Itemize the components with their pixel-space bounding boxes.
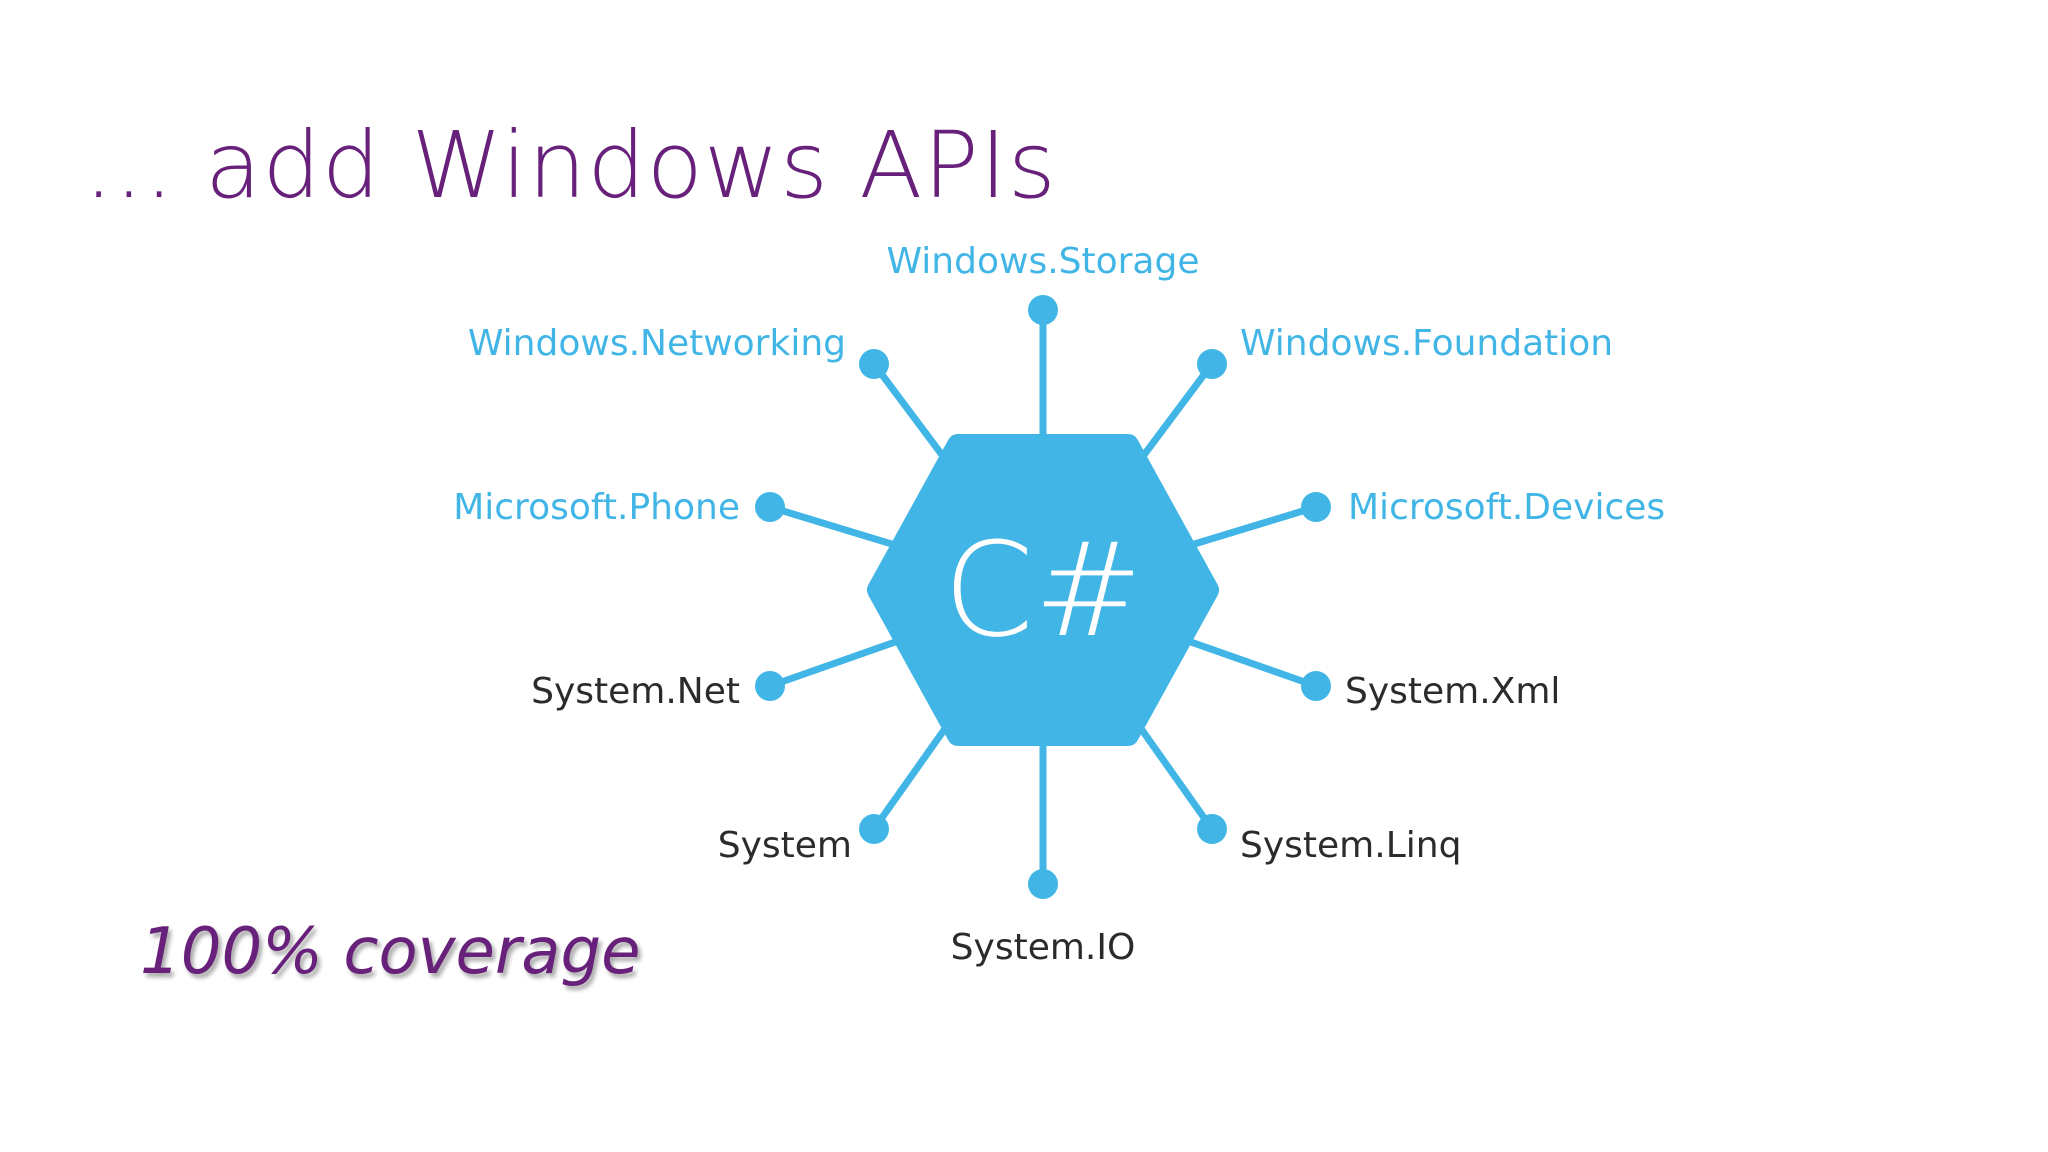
csharp-hub-label: C#	[943, 514, 1143, 666]
label-system-xml: System.Xml	[1345, 671, 1560, 712]
endpoint-microsoft-phone	[755, 492, 785, 522]
endpoint-system-io	[1028, 869, 1058, 899]
endpoint-system	[859, 814, 889, 844]
endpoint-system-linq	[1197, 814, 1227, 844]
endpoint-microsoft-devices	[1301, 492, 1331, 522]
endpoint-windows-networking	[859, 349, 889, 379]
label-windows-networking: Windows.Networking	[468, 323, 846, 364]
label-microsoft-devices: Microsoft.Devices	[1348, 487, 1665, 528]
endpoint-system-xml	[1301, 671, 1331, 701]
label-system: System	[718, 825, 852, 866]
endpoint-windows-storage	[1028, 295, 1058, 325]
label-system-io: System.IO	[951, 927, 1136, 968]
label-system-linq: System.Linq	[1240, 825, 1461, 866]
slide-title: ... add Windows APIs	[84, 112, 1057, 219]
coverage-callout: 100% coverage	[140, 915, 641, 989]
spoke-endpoints	[755, 295, 1331, 899]
label-windows-storage: Windows.Storage	[887, 241, 1200, 282]
label-microsoft-phone: Microsoft.Phone	[453, 487, 740, 528]
label-windows-foundation: Windows.Foundation	[1240, 323, 1613, 364]
spoke-labels: Windows.Storage Windows.Foundation Micro…	[453, 241, 1665, 968]
label-system-net: System.Net	[531, 671, 740, 712]
csharp-hexagon	[867, 434, 1219, 746]
endpoint-system-net	[755, 671, 785, 701]
endpoint-windows-foundation	[1197, 349, 1227, 379]
